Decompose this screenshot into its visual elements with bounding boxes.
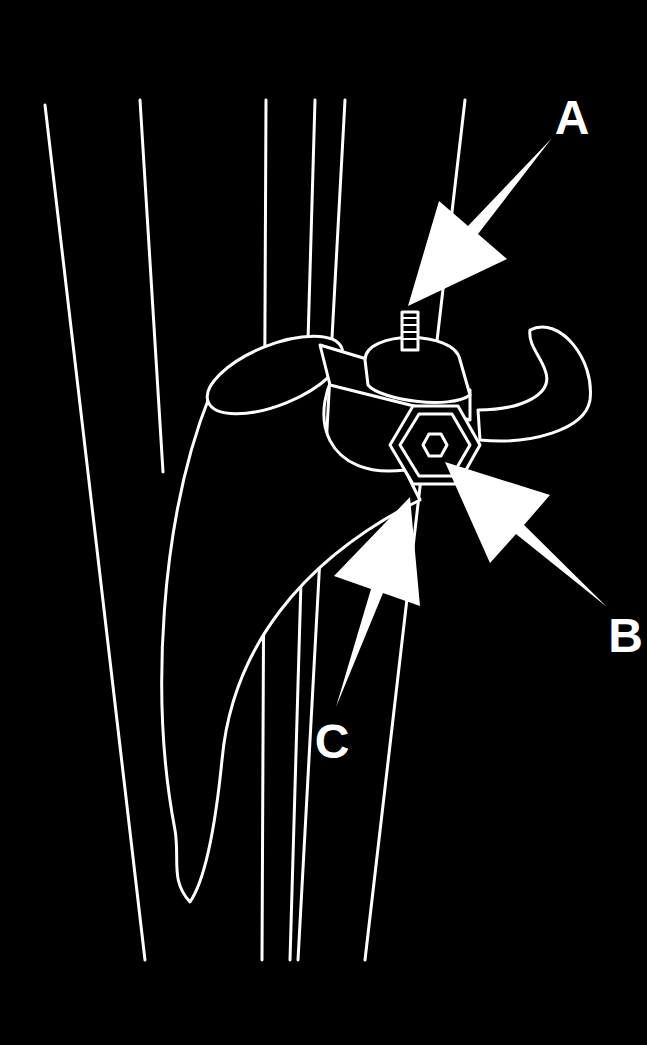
- pointer-arrows: [334, 138, 607, 707]
- fork-lines: [45, 100, 465, 960]
- callout-letter: B: [608, 612, 643, 660]
- callout-letter: C: [315, 718, 350, 766]
- spring-bolt: [402, 312, 418, 350]
- cam-and-hook: [365, 312, 590, 484]
- callout-letter: A: [555, 94, 590, 142]
